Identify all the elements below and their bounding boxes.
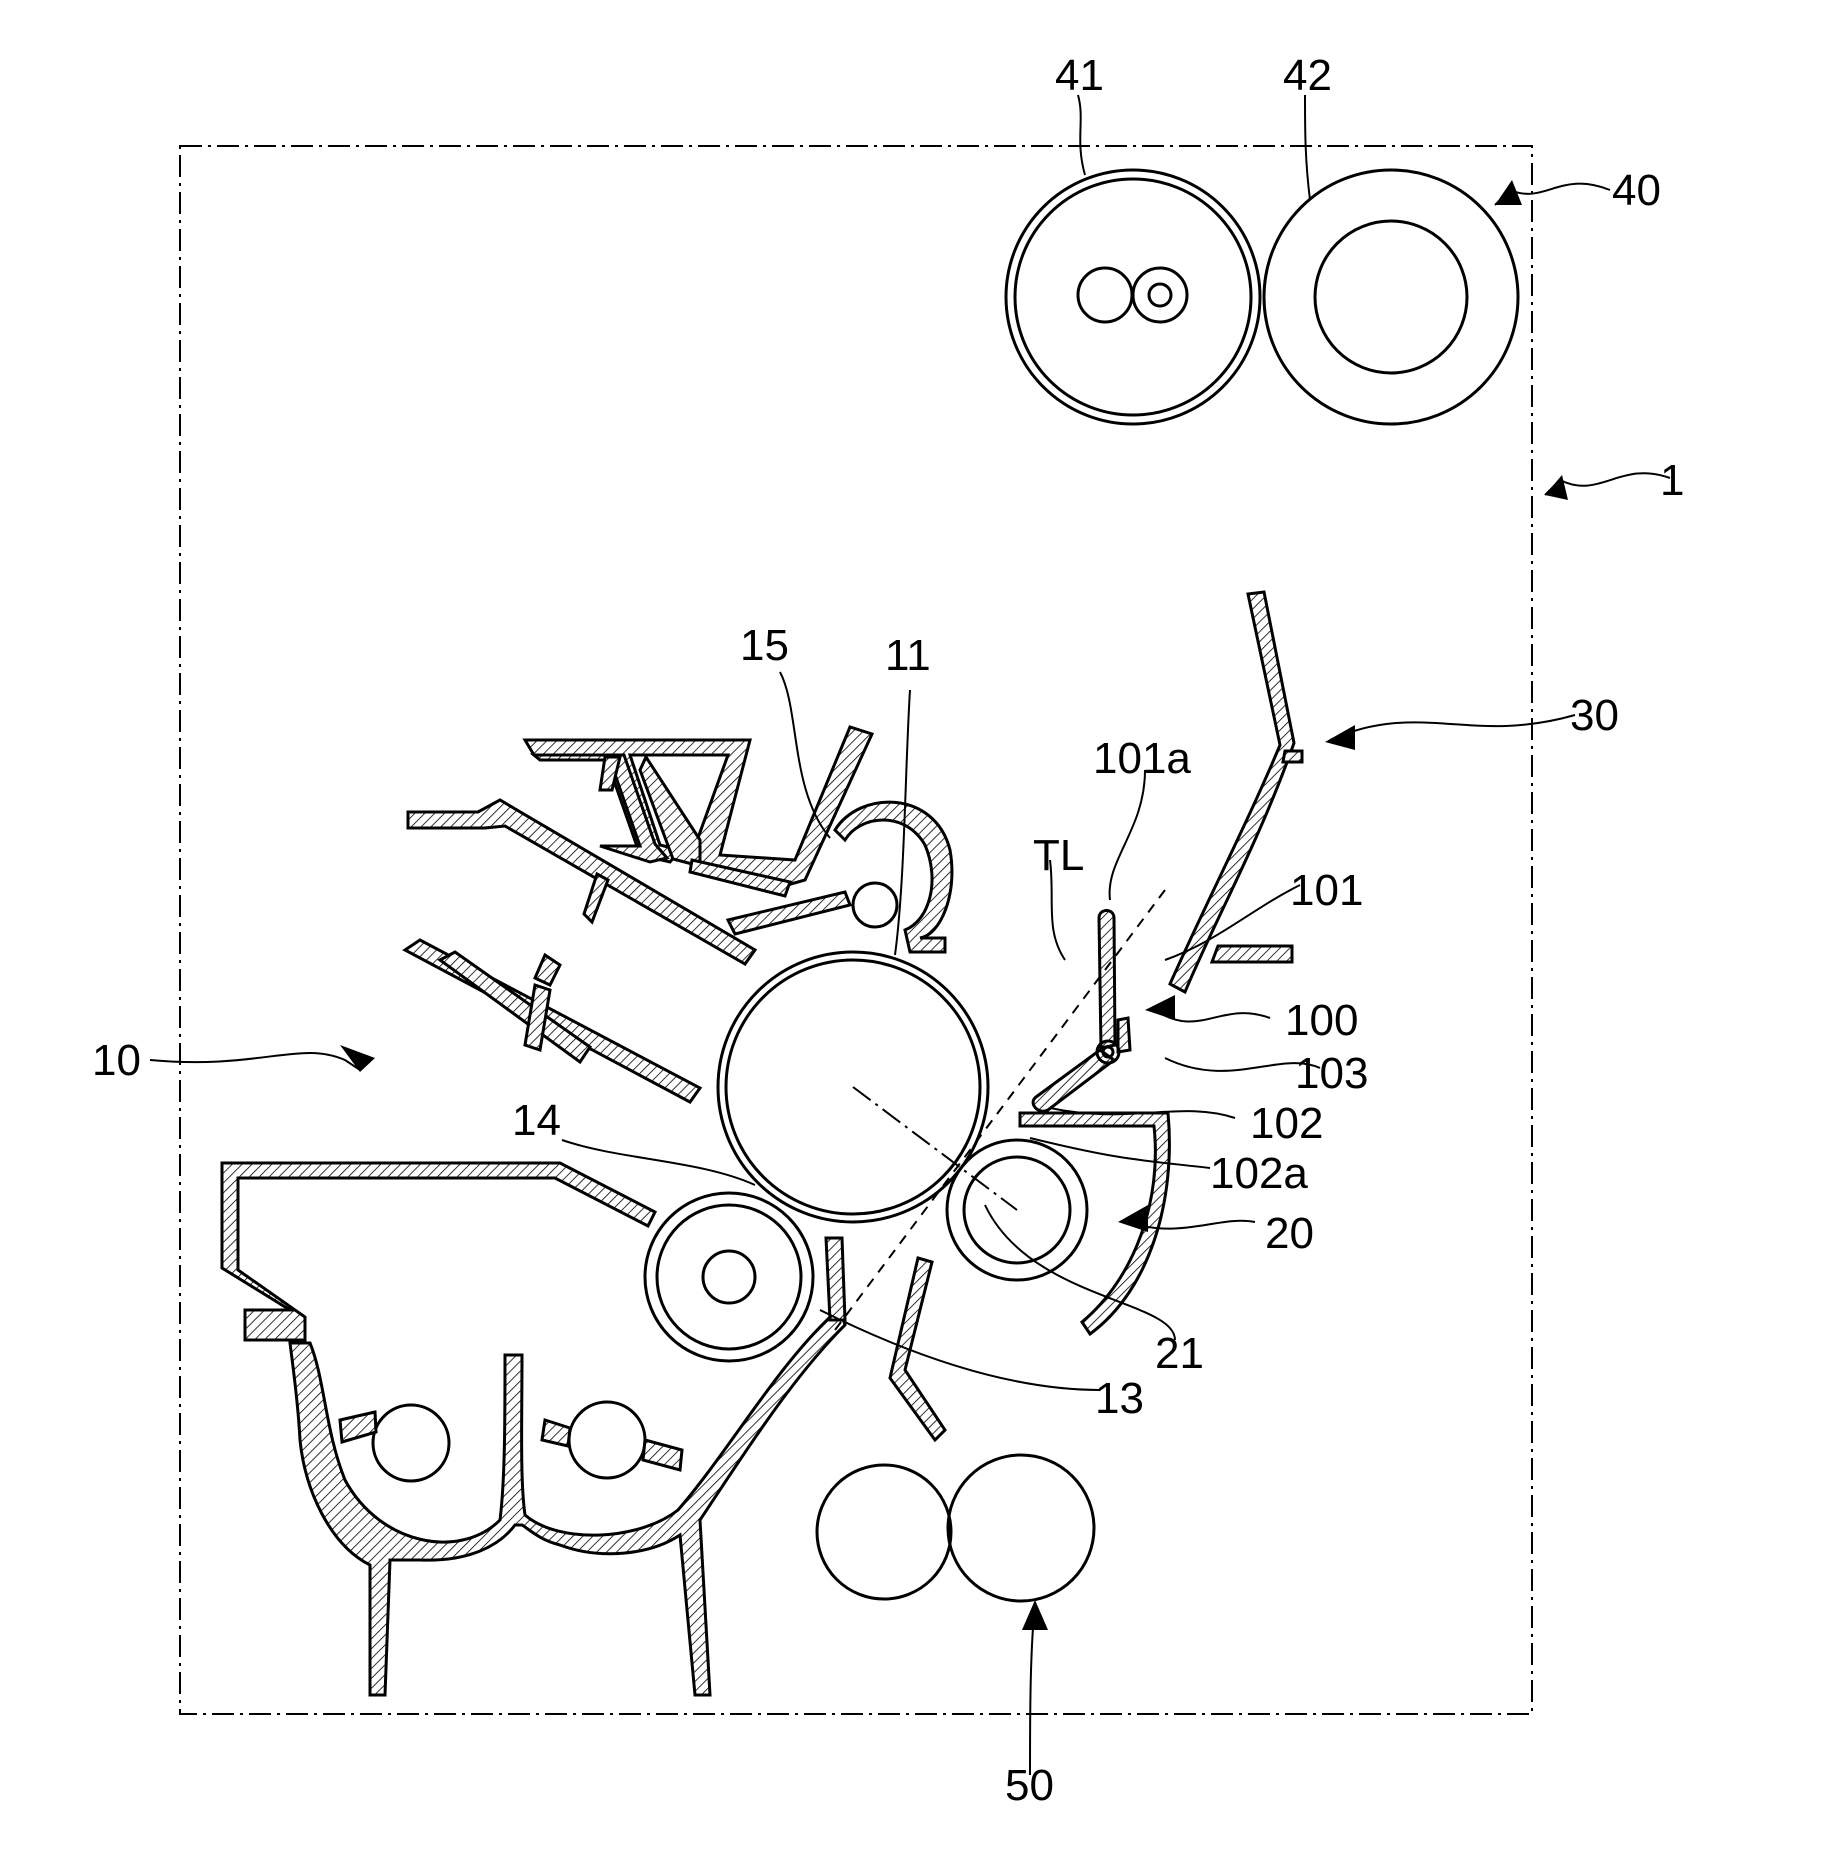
feed-rollers-50 xyxy=(817,1455,1094,1601)
lower-guide xyxy=(890,1258,945,1440)
label-101a: 101a xyxy=(1093,734,1191,783)
switch-assembly-100 xyxy=(1033,911,1130,1112)
label-13: 13 xyxy=(1095,1374,1144,1423)
developer-housing xyxy=(222,1163,845,1695)
upper-guides xyxy=(405,727,872,1102)
supply-roller-13 xyxy=(645,1193,813,1361)
label-40: 40 xyxy=(1612,166,1661,215)
label-102a: 102a xyxy=(1210,1149,1308,1198)
label-10: 10 xyxy=(92,1036,141,1085)
label-102: 102 xyxy=(1250,1099,1323,1148)
center-line xyxy=(853,1087,1017,1210)
guide-30 xyxy=(1170,592,1302,992)
label-101: 101 xyxy=(1290,866,1363,915)
label-1: 1 xyxy=(1660,456,1684,505)
label-103: 103 xyxy=(1295,1049,1368,1098)
label-41: 41 xyxy=(1055,51,1104,100)
label-11: 11 xyxy=(885,631,931,680)
blade-15 xyxy=(835,802,952,952)
label-21: 21 xyxy=(1155,1329,1204,1378)
label-30: 30 xyxy=(1570,691,1619,740)
label-TL: TL xyxy=(1033,831,1084,880)
label-14: 14 xyxy=(512,1096,561,1145)
label-20: 20 xyxy=(1265,1209,1314,1258)
label-42: 42 xyxy=(1283,51,1332,100)
arrowheads xyxy=(340,180,1568,1630)
labels: 41 42 40 1 30 101a TL 101 100 103 102 10… xyxy=(92,51,1684,1810)
press-roller-42 xyxy=(1264,170,1518,424)
frame-border xyxy=(180,146,1532,1714)
label-50: 50 xyxy=(1005,1761,1054,1810)
fuser-unit xyxy=(1006,170,1518,424)
label-15: 15 xyxy=(740,621,789,670)
label-100: 100 xyxy=(1285,996,1358,1045)
